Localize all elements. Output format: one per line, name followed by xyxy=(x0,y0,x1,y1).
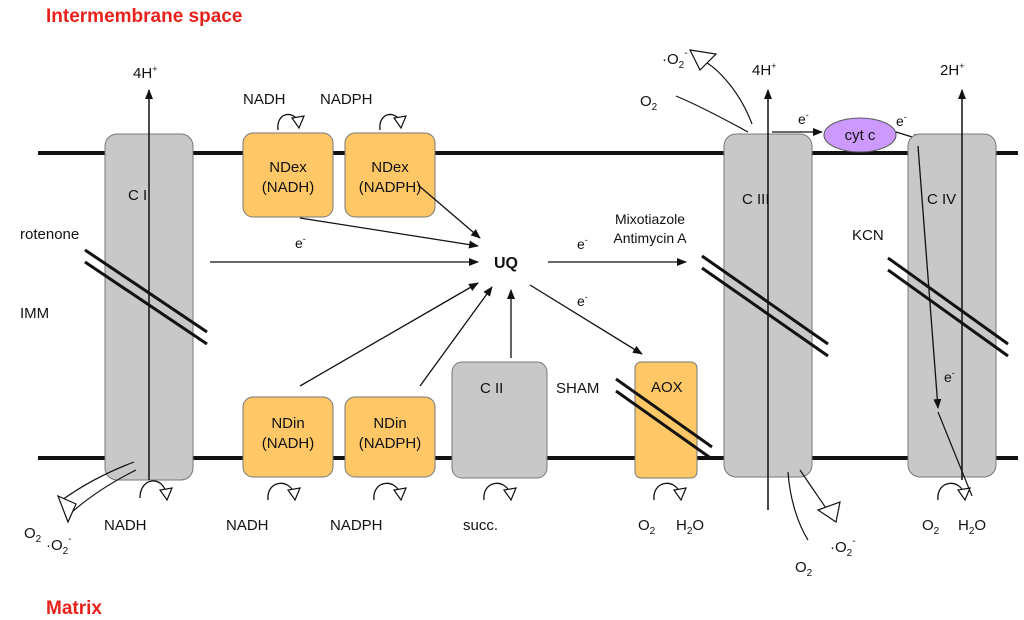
rotenone-inhibitor-mark-a xyxy=(84,248,208,334)
ndin-nadh-label: NDin(NADH) xyxy=(262,415,315,452)
complex-iii-o2-flow xyxy=(675,95,749,133)
cytochrome-c-label: cyt c xyxy=(845,127,876,144)
aox-h2o: H2O xyxy=(676,517,704,537)
arrow-ndin-nadph-uq xyxy=(419,286,493,387)
arrow-ndex-nadph-uq xyxy=(417,184,481,239)
complex-iii-label: C III xyxy=(742,191,770,208)
cytochrome-c xyxy=(823,117,897,153)
sham-inhibitor-mark-b xyxy=(615,389,713,461)
sham-inhibitor-mark-a xyxy=(615,377,713,449)
complex-i-superoxide: ·O2- xyxy=(46,534,72,557)
complex-iii-protons: 4H+ xyxy=(752,61,776,79)
arrow-ndex-nadh-uq xyxy=(299,217,479,249)
kcn-inhibitor-mark-b xyxy=(887,268,1009,358)
ndin-nadh-complex xyxy=(242,396,334,478)
uq-label: UQ xyxy=(494,255,518,272)
ndin-nadph-curl-head xyxy=(392,487,407,502)
imm-label: IMM xyxy=(20,305,49,322)
arrow-ndin-nadh-uq xyxy=(299,282,479,387)
ndin-nadh-substrate: NADH xyxy=(226,517,269,534)
aox-complex xyxy=(634,361,698,479)
antimycin-inhibitor-mark-a xyxy=(701,254,829,346)
complex-i-protons: 4H+ xyxy=(133,64,157,82)
complex-iii-matrix-superoxide: ·O2- xyxy=(830,536,856,559)
complex-iii-o2: O2 xyxy=(640,93,658,113)
complex-iv-protons: 2H+ xyxy=(940,61,964,79)
complex-iv-electron-tail xyxy=(937,411,973,497)
aox-o2-curl-head xyxy=(672,487,687,502)
complex-iv-label: C IV xyxy=(927,191,956,208)
complex-i-superoxide-flow-b xyxy=(71,469,137,513)
electron-label-ci: e- xyxy=(295,234,306,251)
complex-i-superoxide-flow xyxy=(61,461,135,501)
mixotiazole-label: Mixotiazole xyxy=(615,211,685,227)
complex-i-nadh-curl-head xyxy=(158,487,173,502)
rotenone-label: rotenone xyxy=(20,226,79,243)
ndin-nadph-complex xyxy=(344,396,436,478)
intermembrane-space-label: Intermembrane space xyxy=(46,6,243,27)
rotenone-inhibitor-mark-b xyxy=(84,260,208,346)
complex-ii-label: C II xyxy=(480,380,503,397)
kcn-label: KCN xyxy=(852,227,884,244)
aox-o2: O2 xyxy=(638,517,656,537)
electron-label-cytc-civ: e- xyxy=(896,112,907,129)
complex-i-nadh: NADH xyxy=(104,517,147,534)
electron-label-ciii-cytc: e- xyxy=(798,110,809,127)
aox-label: AOX xyxy=(651,379,683,396)
complex-i-superoxide-arrowhead xyxy=(56,494,77,524)
sham-label: SHAM xyxy=(556,380,599,397)
electron-label-uq-ciii: e- xyxy=(577,235,588,252)
antimycin-label: Antimycin A xyxy=(613,230,687,246)
complex-iii-matrix-o2: O2 xyxy=(795,559,813,579)
ndex-nadph-curl-head xyxy=(392,115,407,130)
electron-label-civ: e- xyxy=(944,368,955,385)
complex-ii-succ-curl-head xyxy=(502,487,517,502)
ndin-nadh-curl-head xyxy=(286,487,301,502)
complex-iii-superoxide-arrowhead xyxy=(688,49,718,72)
complex-iii-matrix-flow xyxy=(787,471,809,541)
complex-i-label: C I xyxy=(128,187,147,204)
ndin-nadph-substrate: NADPH xyxy=(330,517,383,534)
complex-i-o2: O2 xyxy=(24,525,42,545)
complex-iv-h2o: H2O xyxy=(958,517,986,537)
complex-ii xyxy=(451,361,548,479)
complex-iv-o2: O2 xyxy=(922,517,940,537)
electron-arrow-uq-aox xyxy=(529,284,643,355)
ndex-nadh-substrate: NADH xyxy=(243,91,286,108)
electron-label-uq-aox: e- xyxy=(577,292,588,309)
ndex-nadh-complex xyxy=(242,132,334,218)
complex-iv-o2-curl-head xyxy=(956,487,971,502)
complex-iv-electron-arrow xyxy=(917,145,942,409)
ndex-nadh-label: NDex(NADH) xyxy=(262,159,315,196)
complex-iii-superoxide-top: ·O2- xyxy=(662,48,688,71)
ndex-nadh-curl-head xyxy=(290,115,305,130)
complex-iii-superoxide-flow xyxy=(701,59,753,125)
ndin-nadph-label: NDin(NADPH) xyxy=(359,415,422,452)
complex-iii-matrix-arrowhead xyxy=(816,501,841,523)
matrix-label: Matrix xyxy=(46,598,102,619)
ndex-nadph-label: NDex(NADPH) xyxy=(359,159,422,196)
ndex-nadph-complex xyxy=(344,132,436,218)
ndex-nadph-substrate: NADPH xyxy=(320,91,373,108)
kcn-inhibitor-mark-a xyxy=(887,256,1009,346)
complex-ii-substrate: succ. xyxy=(463,517,498,534)
antimycin-inhibitor-mark-b xyxy=(701,266,829,358)
